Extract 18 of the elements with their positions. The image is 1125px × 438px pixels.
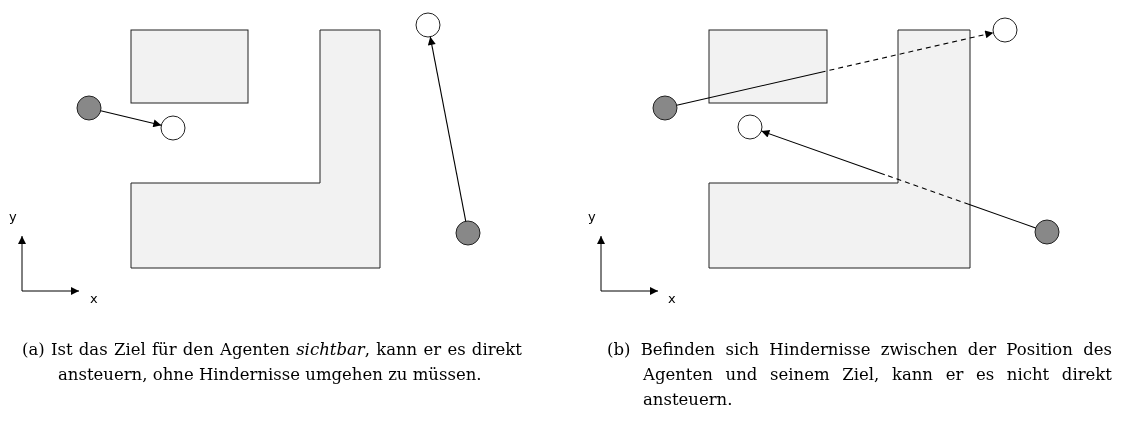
- agent-circle: [76, 95, 102, 121]
- agent-circle: [652, 95, 678, 121]
- target-circle: [737, 114, 763, 140]
- target-circle: [415, 12, 441, 38]
- axis-label: y: [9, 209, 17, 224]
- axis-label: x: [90, 291, 98, 306]
- axis-label: y: [588, 209, 596, 224]
- subfigure-caption: (b) Befinden sich Hindernisse zwischen der Position des Agenten und seinem Ziel, kann er es nicht direkt ansteuern.: [607, 339, 1112, 411]
- arrow: [760, 129, 1037, 229]
- agent-circle: [455, 220, 481, 246]
- axis-label: x: [668, 291, 676, 306]
- agent-circle: [1034, 219, 1060, 245]
- target-circle: [992, 17, 1018, 43]
- arrow: [676, 30, 994, 106]
- subfigure-caption: (a) Ist das Ziel für den Agenten sichtbar, kann er es direkt ansteuern, ohne Hindernisse umgehen zu müssen.: [22, 339, 522, 386]
- arrow: [100, 110, 162, 128]
- target-circle: [160, 115, 186, 141]
- arrow: [427, 36, 467, 222]
